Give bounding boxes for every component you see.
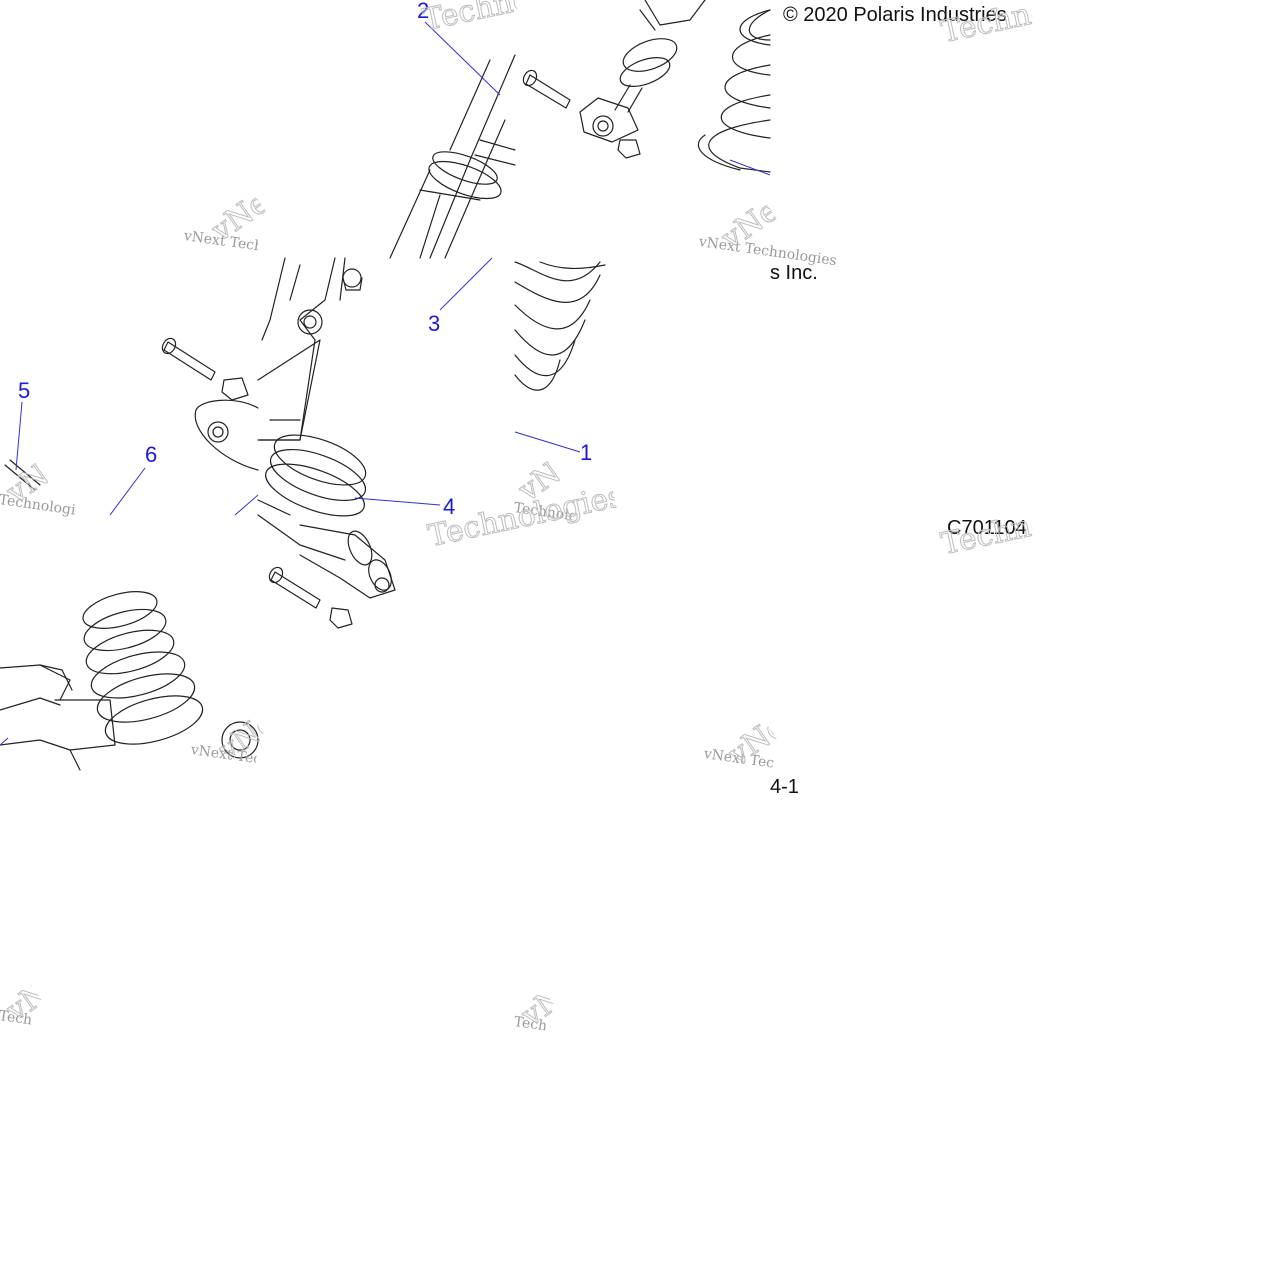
- callout-1: 1: [580, 440, 593, 465]
- shock-lower-body: [257, 514, 396, 629]
- callout-5: 5: [18, 378, 31, 403]
- drawing-code: C701104: [947, 517, 1027, 539]
- shock-lower-mount: [257, 257, 367, 517]
- callout-4: 4: [443, 494, 456, 519]
- copyright-tail: s Inc.: [770, 262, 818, 284]
- callout-6: 6: [145, 442, 158, 467]
- coil-spring-large: [0, 591, 259, 771]
- mounting-hardware-left: [4, 337, 259, 491]
- callout-2: 2: [417, 0, 430, 23]
- page-reference: 4-1: [770, 776, 799, 798]
- coil-spring: [514, 261, 606, 391]
- shock-body-upper: [389, 54, 516, 259]
- copyright-text: © 2020 Polaris Industries: [783, 4, 1007, 26]
- callout-3: 3: [428, 311, 441, 336]
- shock-upper-mount: [522, 0, 771, 173]
